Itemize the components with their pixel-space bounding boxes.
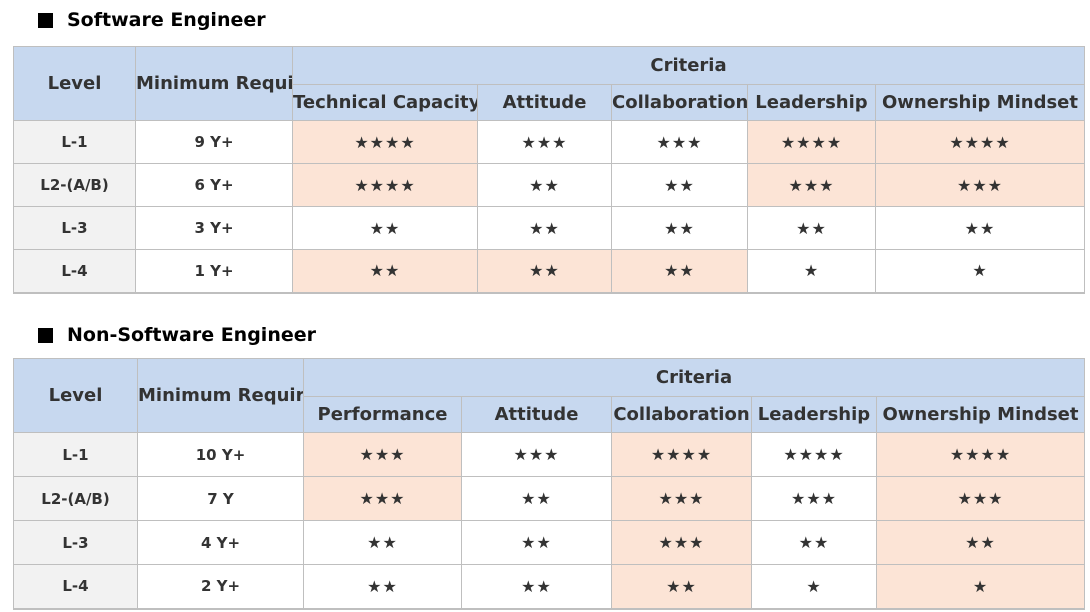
min-requirement-cell: 10 Y+ (137, 432, 304, 477)
rating-cell: ★★ (303, 564, 462, 609)
table-row: L-1 9 Y+ ★★★★ ★★★ ★★★ ★★★★ ★★★★ (13, 120, 1085, 164)
black-square-icon (38, 327, 53, 343)
rating-cell: ★★★ (747, 163, 876, 207)
rating-cell: ★★ (461, 476, 612, 521)
rating-cell: ★★ (611, 249, 748, 293)
rating-cell: ★★★ (303, 476, 462, 521)
section-title-text: Non-Software Engineer (67, 324, 316, 346)
header-ownership-mindset: Ownership Mindset (876, 396, 1085, 433)
header-leadership: Leadership (747, 84, 876, 121)
rating-cell: ★★★★ (747, 120, 876, 164)
header-attitude: Attitude (477, 84, 612, 121)
rating-cell: ★★ (611, 163, 748, 207)
header-minimum-requirement: Minimum Requirement (137, 358, 304, 433)
rating-cell: ★ (876, 564, 1085, 609)
rating-cell: ★★★ (875, 163, 1085, 207)
rating-cell: ★★★★ (875, 120, 1085, 164)
rating-cell: ★★★ (477, 120, 612, 164)
rating-cell: ★★ (292, 206, 478, 250)
table-row: L-3 4 Y+ ★★ ★★ ★★★ ★★ ★★ (13, 520, 1085, 565)
rating-cell: ★★ (477, 206, 612, 250)
table-row: L-4 1 Y+ ★★ ★★ ★★ ★ ★ (13, 249, 1085, 293)
header-criteria: Criteria (292, 46, 1085, 85)
header-performance: Performance (303, 396, 462, 433)
header-minimum-requirement: Minimum Requirement (135, 46, 293, 121)
rating-cell: ★ (747, 249, 876, 293)
table-row: L-1 10 Y+ ★★★ ★★★ ★★★★ ★★★★ ★★★★ (13, 432, 1085, 477)
min-requirement-cell: 6 Y+ (135, 163, 293, 207)
level-cell: L-1 (13, 120, 136, 164)
non-software-engineer-table: Level Minimum Requirement Criteria Perfo… (13, 358, 1085, 610)
rating-cell: ★★ (461, 520, 612, 565)
rating-cell: ★ (875, 249, 1085, 293)
rating-cell: ★★★ (461, 432, 612, 477)
software-engineer-table: Level Minimum Requirement Criteria Techn… (13, 46, 1085, 294)
rating-cell: ★ (751, 564, 877, 609)
header-ownership-mindset: Ownership Mindset (875, 84, 1085, 121)
rating-cell: ★★★★ (292, 120, 478, 164)
header-technical-capacity: Technical Capacity (292, 84, 478, 121)
level-cell: L2-(A/B) (13, 163, 136, 207)
header-criteria: Criteria (303, 358, 1085, 397)
rating-cell: ★★★ (611, 520, 752, 565)
rating-cell: ★★★★ (876, 432, 1085, 477)
rating-cell: ★★ (875, 206, 1085, 250)
min-requirement-cell: 9 Y+ (135, 120, 293, 164)
level-cell: L-4 (13, 249, 136, 293)
header-leadership: Leadership (751, 396, 877, 433)
level-cell: L-3 (13, 520, 138, 565)
rating-cell: ★★ (747, 206, 876, 250)
table-row: L2-(A/B) 7 Y ★★★ ★★ ★★★ ★★★ ★★★ (13, 476, 1085, 521)
black-square-icon (38, 12, 53, 28)
header-attitude: Attitude (461, 396, 612, 433)
level-cell: L2-(A/B) (13, 476, 138, 521)
header-level: Level (13, 46, 136, 121)
rating-cell: ★★★★ (292, 163, 478, 207)
min-requirement-cell: 3 Y+ (135, 206, 293, 250)
header-collaboration: Collaboration (611, 84, 748, 121)
rating-cell: ★★★ (751, 476, 877, 521)
min-requirement-cell: 1 Y+ (135, 249, 293, 293)
section-title-text: Software Engineer (67, 9, 266, 31)
section-title-software-engineer: Software Engineer (38, 8, 266, 32)
min-requirement-cell: 7 Y (137, 476, 304, 521)
rating-cell: ★★ (751, 520, 877, 565)
rating-cell: ★★★ (611, 476, 752, 521)
table-row: L-3 3 Y+ ★★ ★★ ★★ ★★ ★★ (13, 206, 1085, 250)
rating-cell: ★★ (303, 520, 462, 565)
min-requirement-cell: 4 Y+ (137, 520, 304, 565)
table-row: L2-(A/B) 6 Y+ ★★★★ ★★ ★★ ★★★ ★★★ (13, 163, 1085, 207)
level-cell: L-4 (13, 564, 138, 609)
rating-cell: ★★ (292, 249, 478, 293)
level-cell: L-1 (13, 432, 138, 477)
min-requirement-cell: 2 Y+ (137, 564, 304, 609)
header-level: Level (13, 358, 138, 433)
rating-cell: ★★ (461, 564, 612, 609)
section-title-non-software-engineer: Non-Software Engineer (38, 323, 316, 347)
rating-cell: ★★★ (876, 476, 1085, 521)
header-collaboration: Collaboration (611, 396, 752, 433)
rating-cell: ★★★★ (611, 432, 752, 477)
table-row: L-4 2 Y+ ★★ ★★ ★★ ★ ★ (13, 564, 1085, 609)
rating-cell: ★★★ (611, 120, 748, 164)
rating-cell: ★★ (611, 206, 748, 250)
rating-cell: ★★ (876, 520, 1085, 565)
rating-cell: ★★ (477, 163, 612, 207)
level-cell: L-3 (13, 206, 136, 250)
rating-cell: ★★ (611, 564, 752, 609)
rating-cell: ★★★★ (751, 432, 877, 477)
rating-cell: ★★ (477, 249, 612, 293)
rating-cell: ★★★ (303, 432, 462, 477)
